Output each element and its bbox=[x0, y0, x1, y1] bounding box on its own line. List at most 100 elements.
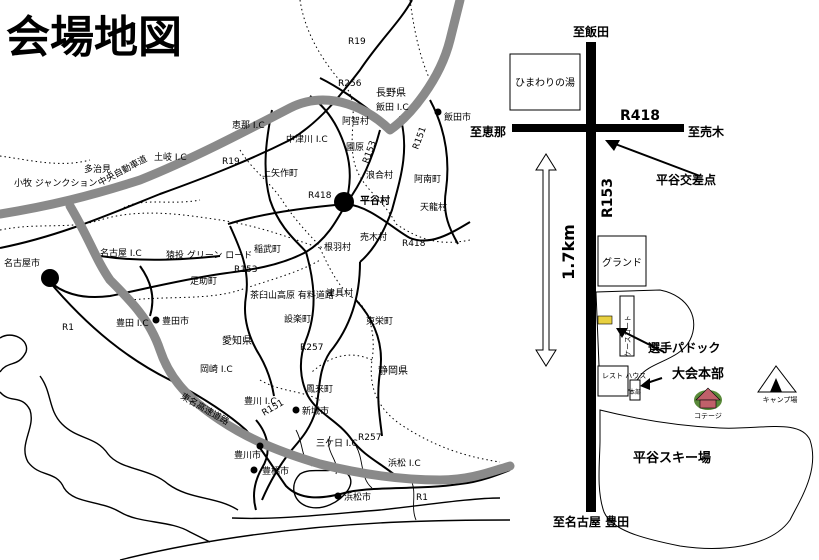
place-hamamatsu: 浜松市 bbox=[344, 491, 371, 503]
distance-arrow bbox=[535, 153, 557, 367]
camp-icon bbox=[757, 365, 798, 393]
label-rest-house: レスト ハウス bbox=[602, 372, 646, 380]
place-tomei-expressway: 東名高速道路 bbox=[179, 390, 232, 427]
rest-house-box bbox=[597, 365, 629, 397]
place-inabu: 稲武町 bbox=[254, 243, 281, 255]
city-markers bbox=[41, 108, 442, 500]
label-course: ケースコート bbox=[624, 315, 632, 357]
label-camp: キャンプ場 bbox=[763, 395, 798, 404]
label-r153: R153 bbox=[600, 178, 616, 218]
place-sonohara: 園原 bbox=[346, 142, 364, 153]
place-hiraya: 平谷村 bbox=[360, 194, 390, 207]
place-nagoya: 名古屋市 bbox=[4, 257, 40, 269]
label-hq: 大会本部 bbox=[672, 366, 724, 382]
direction-south: 至名古屋 豊田 bbox=[553, 514, 629, 529]
spa-box bbox=[509, 53, 581, 111]
place-achi: 阿智村 bbox=[342, 115, 369, 127]
label-r418: R418 bbox=[620, 108, 660, 124]
road-r418 bbox=[512, 124, 684, 132]
place-anan: 阿南町 bbox=[414, 173, 441, 185]
ic-ena: 恵那 I.C bbox=[232, 119, 265, 131]
direction-west: 至恵那 bbox=[470, 124, 506, 139]
pref-nagano: 長野県 bbox=[376, 87, 406, 99]
iida-marker bbox=[434, 108, 442, 116]
toyokawa-marker bbox=[256, 442, 264, 450]
pref-aichi: 愛知県 bbox=[222, 334, 252, 347]
route-r418-east: R418 bbox=[402, 239, 426, 249]
shinshiro-marker bbox=[292, 406, 300, 414]
hiraya-marker bbox=[334, 192, 354, 212]
ic-mikkabi: 三ケ日 I.C bbox=[316, 438, 358, 449]
detail-map: 至飯田 至恵那 至売木 至名古屋 豊田 R418 R153 ひまわりの湯 平谷交… bbox=[470, 24, 814, 549]
intersection-arrow bbox=[609, 141, 701, 177]
route-r418-west: R418 bbox=[308, 191, 332, 201]
page-title: 会場地図 bbox=[6, 12, 182, 63]
place-asuke: 足助町 bbox=[190, 275, 217, 287]
route-r153-south: R153 bbox=[234, 265, 257, 275]
ic-nagoya: 名古屋 I.C bbox=[100, 247, 142, 259]
place-komaki: 小牧 ジャンクション bbox=[14, 177, 97, 189]
place-tenryu: 天龍村 bbox=[420, 201, 447, 213]
place-chayasu: 茶臼山高原 有料道路 bbox=[250, 289, 334, 301]
ic-iida: 飯田 I.C bbox=[376, 101, 409, 113]
route-r153: R153 bbox=[361, 140, 378, 165]
prefecture-labels: 長野県 愛知県 静岡県 bbox=[222, 87, 408, 377]
label-ski: 平谷スキー場 bbox=[633, 450, 711, 466]
place-urugi: 売木村 bbox=[360, 231, 387, 243]
label-cottage: コテージ bbox=[694, 412, 722, 420]
route-r19-north: R19 bbox=[348, 37, 366, 47]
place-toei: 東栄町 bbox=[366, 315, 393, 327]
pref-shizuoka: 静岡県 bbox=[378, 364, 408, 377]
nagoya-marker bbox=[41, 269, 59, 287]
road-r153 bbox=[586, 42, 596, 512]
place-kamiyahagi: 上矢作町 bbox=[262, 167, 298, 179]
place-horaicho: 鳳来町 bbox=[306, 384, 333, 395]
label-hq-mini: 本部 bbox=[629, 388, 641, 396]
label-grand: グランド bbox=[602, 256, 642, 269]
place-konasawa: 浪合村 bbox=[366, 169, 393, 181]
overview-map: R19 R19 R256 R153 R151 R151 R418 R418 R1… bbox=[0, 0, 515, 560]
place-shinshiro: 新城市 bbox=[302, 405, 329, 417]
label-intersection: 平谷交差点 bbox=[656, 172, 716, 187]
ic-okazaki: 岡崎 I.C bbox=[200, 363, 233, 375]
route-r257-south: R257 bbox=[358, 433, 381, 443]
label-distance: 1.7km bbox=[559, 224, 578, 280]
hamamatsu-marker bbox=[334, 492, 342, 500]
ic-hamamatsu: 浜松 I.C bbox=[388, 457, 421, 469]
place-toyota: 豊田市 bbox=[162, 315, 189, 327]
label-spa: ひまわりの湯 bbox=[515, 76, 575, 89]
route-r19-west: R19 bbox=[222, 157, 240, 167]
direction-east: 至売木 bbox=[688, 124, 725, 139]
ic-toki: 土岐 I.C bbox=[154, 151, 187, 163]
place-toyohashi: 豊橋市 bbox=[262, 465, 289, 477]
route-r151-north: R151 bbox=[411, 126, 428, 151]
direction-north: 至飯田 bbox=[573, 24, 609, 39]
route-r1-west: R1 bbox=[62, 323, 74, 333]
toyohashi-marker bbox=[250, 466, 258, 474]
expressways bbox=[0, 0, 515, 485]
ic-nakatsugawa: 中津川 I.C bbox=[286, 133, 328, 145]
route-r257-mid: R257 bbox=[300, 343, 323, 353]
cottage-icon bbox=[694, 387, 722, 410]
place-tsugu: 津具村 bbox=[326, 287, 353, 299]
route-r1-east: R1 bbox=[416, 493, 428, 503]
route-r256: R256 bbox=[338, 79, 362, 89]
grand-box bbox=[597, 235, 647, 287]
boundaries bbox=[0, 0, 501, 463]
place-sanage: 猿投 グリーン ロード bbox=[166, 249, 252, 261]
ic-toyota: 豊田 I.C bbox=[116, 317, 149, 329]
place-tajimi: 多治見 bbox=[84, 163, 111, 175]
toyota-marker bbox=[152, 316, 160, 324]
ic-toyokawa: 豊川 I.C bbox=[244, 395, 277, 407]
place-neba: 根羽村 bbox=[324, 241, 351, 253]
place-labels: 飯田市 阿智村 上矢作町 園原 浪合村 阿南町 天龍村 平谷村 売木村 稲武町 … bbox=[4, 111, 471, 503]
route-labels: R19 R19 R256 R153 R151 R151 R418 R418 R1… bbox=[62, 37, 429, 503]
coastline bbox=[0, 334, 511, 560]
course-box bbox=[619, 295, 635, 357]
place-toyokawa: 豊川市 bbox=[234, 449, 261, 461]
label-paddock: 選手パドック bbox=[648, 340, 720, 355]
interchange-labels: 恵那 I.C 中津川 I.C 飯田 I.C 土岐 I.C 名古屋 I.C 豊田 … bbox=[100, 101, 421, 469]
place-iida: 飯田市 bbox=[444, 111, 471, 123]
place-shitara: 設楽町 bbox=[284, 313, 311, 325]
